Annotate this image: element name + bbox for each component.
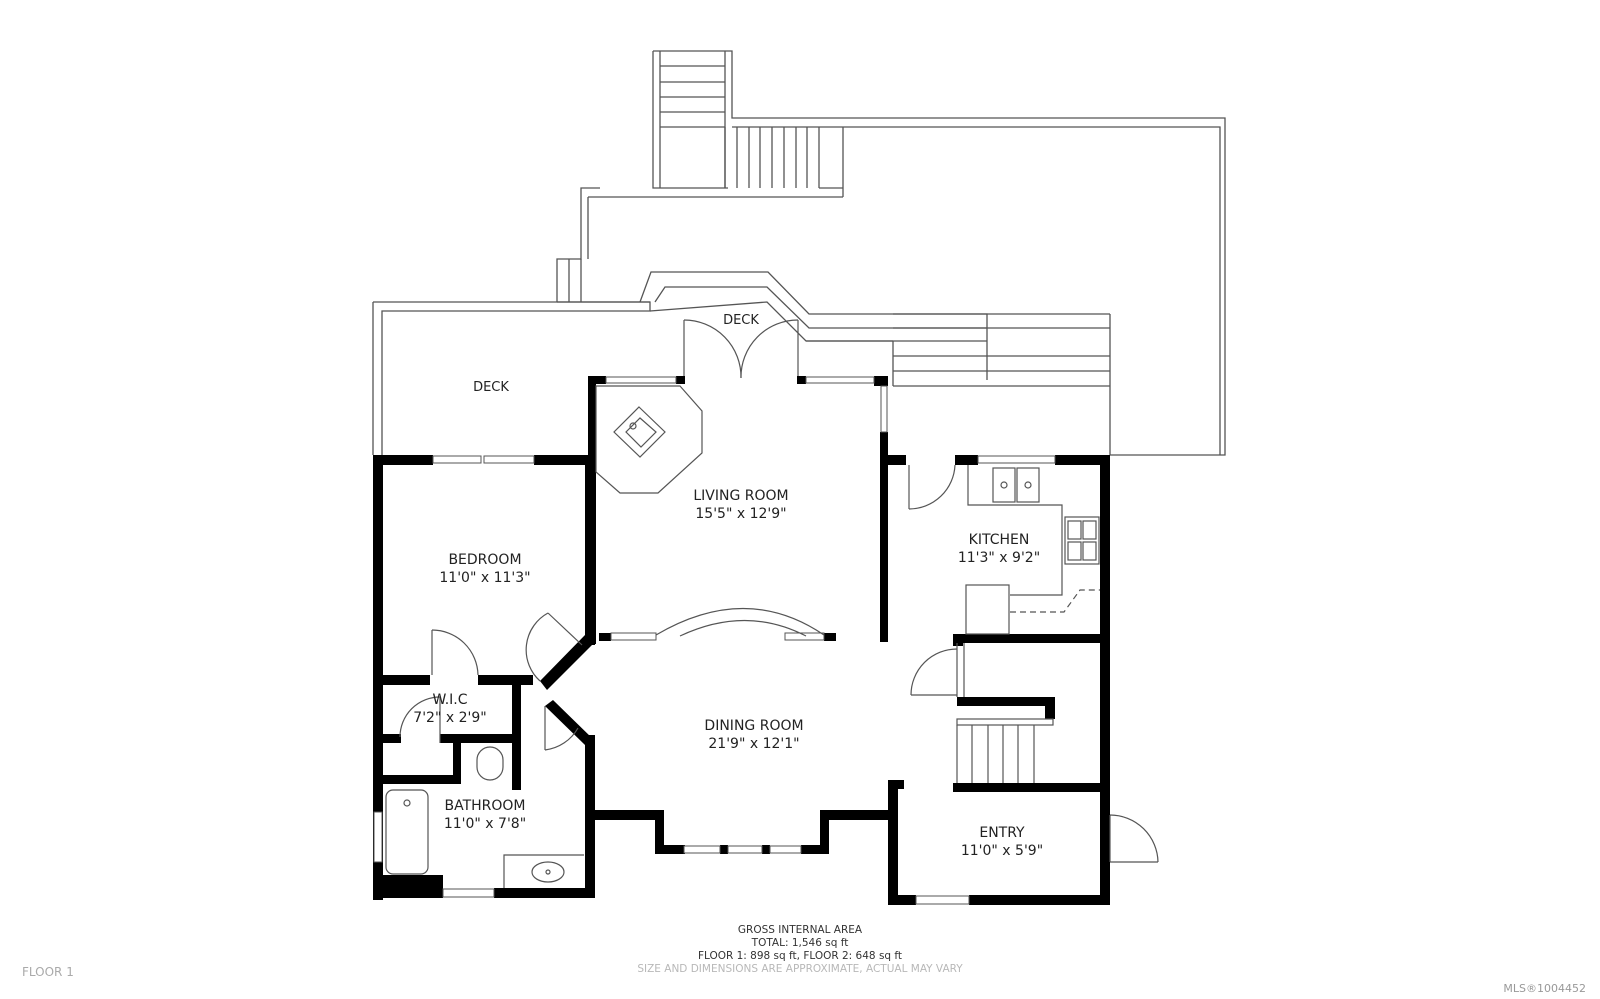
room-living-room: LIVING ROOM 15'5" x 12'9" [693, 487, 788, 523]
room-dims: 15'5" x 12'9" [695, 506, 787, 522]
deck-outlines [372, 50, 1226, 456]
room-dims: 11'0" x 7'8" [443, 816, 527, 832]
room-dims: 11'3" x 9'2" [957, 550, 1041, 566]
room-bedroom: BEDROOM 11'0" x 11'3" [439, 551, 530, 587]
windows [373, 376, 1056, 905]
walls [373, 376, 1110, 905]
mls-number: MLS®1004452 [1503, 982, 1586, 995]
room-name: DINING ROOM [704, 718, 804, 734]
archway-icon [655, 607, 825, 637]
stove-icon [1064, 516, 1100, 565]
room-dining-room: DINING ROOM 21'9" x 12'1" [704, 717, 803, 753]
room-name: BATHROOM [444, 798, 526, 814]
floor-tag: FLOOR 1 [22, 965, 74, 979]
toilet-icon [476, 746, 504, 781]
sink-icon [531, 861, 565, 883]
area-floors: FLOOR 1: 898 sq ft, FLOOR 2: 648 sq ft [697, 950, 903, 962]
room-kitchen: KITCHEN 11'3" x 9'2" [958, 531, 1040, 567]
room-dims: 21'9" x 12'1" [708, 736, 800, 752]
room-bathroom: BATHROOM 11'0" x 7'8" [444, 797, 526, 833]
room-name: ENTRY [979, 825, 1025, 841]
room-dims: 11'0" x 5'9" [960, 843, 1044, 859]
french-door-icon [683, 319, 799, 379]
fireplace-icon [595, 385, 703, 494]
deck-left-label: DECK [473, 380, 509, 395]
room-dims: 11'0" x 11'3" [439, 570, 531, 586]
room-name: LIVING ROOM [693, 488, 789, 504]
room-dims: 7'2" x 2'9" [413, 710, 487, 726]
room-wic: W.I.C 7'2" x 2'9" [413, 691, 486, 727]
bathtub-icon [385, 789, 429, 875]
area-summary: GROSS INTERNAL AREA TOTAL: 1,546 sq ft F… [637, 924, 962, 976]
sink-icon [992, 467, 1016, 503]
interior-stairs-icon [956, 643, 1054, 783]
area-disclaimer: SIZE AND DIMENSIONS ARE APPROXIMATE, ACT… [637, 963, 963, 975]
area-total: TOTAL: 1,546 sq ft [751, 937, 849, 949]
bathroom-fixtures [385, 746, 584, 888]
kitchen-fixtures [965, 465, 1100, 635]
doors [399, 464, 1159, 863]
room-entry: ENTRY 11'0" x 5'9" [961, 824, 1043, 860]
fridge-icon [965, 584, 1010, 635]
room-name: KITCHEN [968, 532, 1030, 548]
deck-top-label: DECK [723, 313, 759, 328]
room-name: BEDROOM [448, 552, 522, 568]
area-title: GROSS INTERNAL AREA [737, 924, 863, 936]
room-name: W.I.C [432, 692, 468, 708]
